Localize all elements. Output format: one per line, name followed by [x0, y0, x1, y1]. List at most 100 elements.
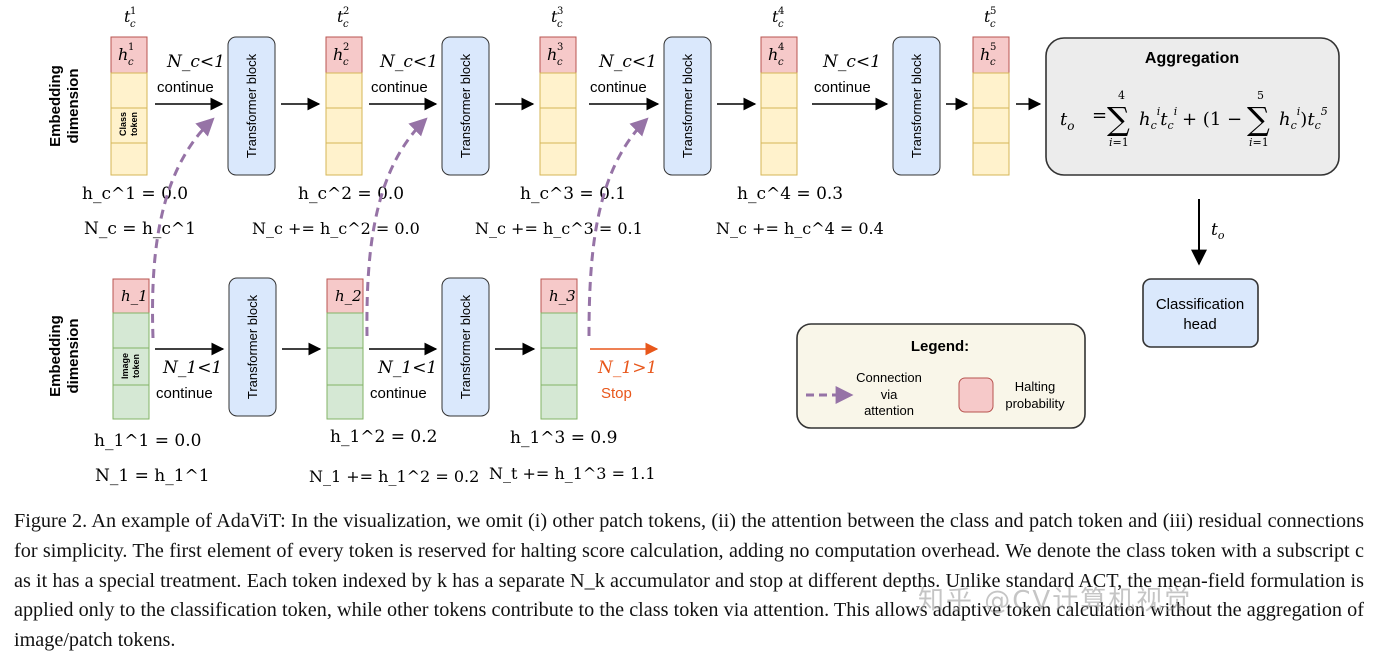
- svg-text:c: c: [778, 57, 784, 68]
- svg-text:c: c: [128, 57, 134, 68]
- svg-text:continue: continue: [370, 385, 427, 402]
- classification-head: Classification head: [1142, 278, 1259, 348]
- svg-text:dimension: dimension: [65, 318, 82, 393]
- class-token-stack-1: t 1 c h 1 c Class token: [110, 6, 148, 176]
- figure-caption: Figure 2. An example of AdaViT: In the v…: [14, 510, 1364, 652]
- halting-cell: [112, 278, 150, 314]
- svg-text:head: head: [1183, 316, 1216, 333]
- svg-text:h_2: h_2: [335, 287, 362, 305]
- svg-text:continue: continue: [157, 79, 214, 96]
- class-transformer-blocks: Transformer block Transformer block Tran…: [227, 36, 941, 176]
- svg-text:Embedding: Embedding: [47, 65, 64, 147]
- svg-text:3: 3: [557, 6, 563, 17]
- class-token-stack-2: t 2 c h 2 c: [325, 6, 363, 176]
- svg-text:c: c: [990, 57, 996, 68]
- svg-text:token: token: [129, 112, 139, 136]
- svg-text:h_1^1 = 0.0: h_1^1 = 0.0: [94, 431, 201, 451]
- transformer-block: [663, 36, 712, 176]
- attention-connection-3: [587, 117, 649, 337]
- svg-text:h: h: [547, 45, 557, 64]
- svg-text:2: 2: [343, 6, 349, 17]
- class-token-stack-5: t 5 c h 5 c: [972, 6, 1010, 176]
- transformer-block: [441, 277, 490, 417]
- svg-text:+ (1 −: + (1 −: [1182, 109, 1242, 130]
- svg-text:token: token: [131, 354, 141, 378]
- svg-text:c: c: [557, 19, 563, 30]
- transformer-block: [441, 36, 490, 176]
- transformer-block: [228, 277, 277, 417]
- halting-cell: [972, 36, 1010, 74]
- image-transformer-blocks: Transformer block Transformer block: [228, 277, 490, 417]
- svg-text:attention: attention: [864, 403, 914, 418]
- svg-text:Image: Image: [120, 353, 130, 379]
- token-title: t: [124, 7, 131, 26]
- svg-text:N_1 += h_1^2 = 0.2: N_1 += h_1^2 = 0.2: [309, 467, 479, 486]
- svg-text:N_1 = h_1^1: N_1 = h_1^1: [95, 466, 210, 486]
- image-token-stack-2: h_2: [326, 278, 364, 420]
- legend: Legend: Connection via attention Halting…: [796, 323, 1086, 429]
- svg-text:probability: probability: [1005, 396, 1065, 411]
- svg-text:h: h: [980, 45, 990, 64]
- svg-text:h_c^3 = 0.1: h_c^3 = 0.1: [520, 184, 626, 204]
- svg-text:Transformer block: Transformer block: [244, 53, 259, 158]
- svg-text:5: 5: [990, 6, 996, 17]
- legend-title: Legend:: [911, 338, 969, 355]
- svg-text:Halting: Halting: [1015, 379, 1055, 394]
- svg-text:t: t: [551, 7, 558, 26]
- svg-text:Transformer block: Transformer block: [458, 294, 473, 399]
- aggregation-formula: to = ∑ 4 i=1 hcitci + (1 − ∑ 5 i=1 hci)t…: [1060, 89, 1328, 149]
- svg-text:5: 5: [990, 42, 996, 53]
- class-token-stack-3: t 3 c h 3 c: [539, 6, 577, 176]
- svg-text:h_c^1 = 0.0: h_c^1 = 0.0: [82, 184, 188, 204]
- svg-text:N_c += h_c^3 = 0.1: N_c += h_c^3 = 0.1: [475, 219, 643, 238]
- svg-text:Transformer block: Transformer block: [245, 294, 260, 399]
- attention-connection-1: [151, 117, 215, 339]
- svg-text:Classification: Classification: [1156, 296, 1244, 313]
- svg-text:continue: continue: [156, 385, 213, 402]
- image-token-label: Image token: [120, 353, 141, 379]
- svg-text:4: 4: [778, 6, 784, 17]
- svg-text:continue: continue: [590, 79, 647, 96]
- svg-text:Transformer block: Transformer block: [680, 53, 695, 158]
- svg-text:N_c += h_c^2 = 0.0: N_c += h_c^2 = 0.0: [252, 219, 420, 238]
- svg-text:N_c<1: N_c<1: [379, 52, 438, 72]
- image-token-stack-1: h_1 Image token: [112, 278, 150, 420]
- svg-text:N_c += h_c^4 = 0.4: N_c += h_c^4 = 0.4: [716, 219, 884, 238]
- watermark: 知乎 @CV计算机视觉: [918, 586, 1193, 616]
- svg-text:∑: ∑: [1247, 100, 1270, 138]
- halting-cell: [326, 278, 364, 314]
- svg-text:∑: ∑: [1107, 100, 1130, 138]
- svg-text:i=1: i=1: [1249, 136, 1269, 149]
- image-row-halting-values: h_1^1 = 0.0 h_1^2 = 0.2 h_1^3 = 0.9 N_1 …: [94, 427, 656, 486]
- svg-text:Class: Class: [118, 112, 128, 136]
- svg-text:5: 5: [1257, 89, 1264, 102]
- svg-text:h: h: [768, 45, 778, 64]
- class-token-stack-4: t 4 c h 4 c: [760, 6, 798, 176]
- svg-text:c: c: [343, 19, 349, 30]
- svg-text:via: via: [881, 387, 898, 402]
- transformer-block: [892, 36, 941, 176]
- svg-text:t: t: [337, 7, 344, 26]
- svg-text:1: 1: [130, 6, 136, 17]
- svg-text:h_3: h_3: [549, 287, 576, 305]
- svg-text:c: c: [130, 19, 136, 30]
- svg-text:Transformer block: Transformer block: [458, 53, 473, 158]
- svg-text:continue: continue: [371, 79, 428, 96]
- svg-text:h: h: [118, 45, 128, 64]
- svg-text:hci)tc5: hci)tc5: [1279, 105, 1328, 132]
- svg-text:2: 2: [343, 42, 349, 53]
- svg-text:Transformer block: Transformer block: [909, 53, 924, 158]
- svg-text:dimension: dimension: [65, 68, 82, 143]
- svg-text:h_1^2 = 0.2: h_1^2 = 0.2: [330, 427, 437, 447]
- attention-connection-2: [365, 117, 428, 337]
- class-row-axis-label: Embedding dimension: [47, 65, 82, 147]
- svg-text:h_c^2 = 0.0: h_c^2 = 0.0: [298, 184, 404, 204]
- svg-text:c: c: [990, 19, 996, 30]
- class-row-halting-values: h_c^1 = 0.0 h_c^2 = 0.0 h_c^3 = 0.1 h_c^…: [82, 184, 884, 239]
- class-row-conditions: N_c<1 continue N_c<1 continue N_c<1 cont…: [157, 52, 881, 96]
- svg-text:Connection: Connection: [856, 370, 922, 385]
- svg-text:4: 4: [778, 42, 784, 53]
- svg-text:N_1>1: N_1>1: [597, 358, 657, 378]
- svg-text:h_1^3 = 0.9: h_1^3 = 0.9: [510, 428, 617, 448]
- svg-text:N_c = h_c^1: N_c = h_c^1: [84, 219, 196, 239]
